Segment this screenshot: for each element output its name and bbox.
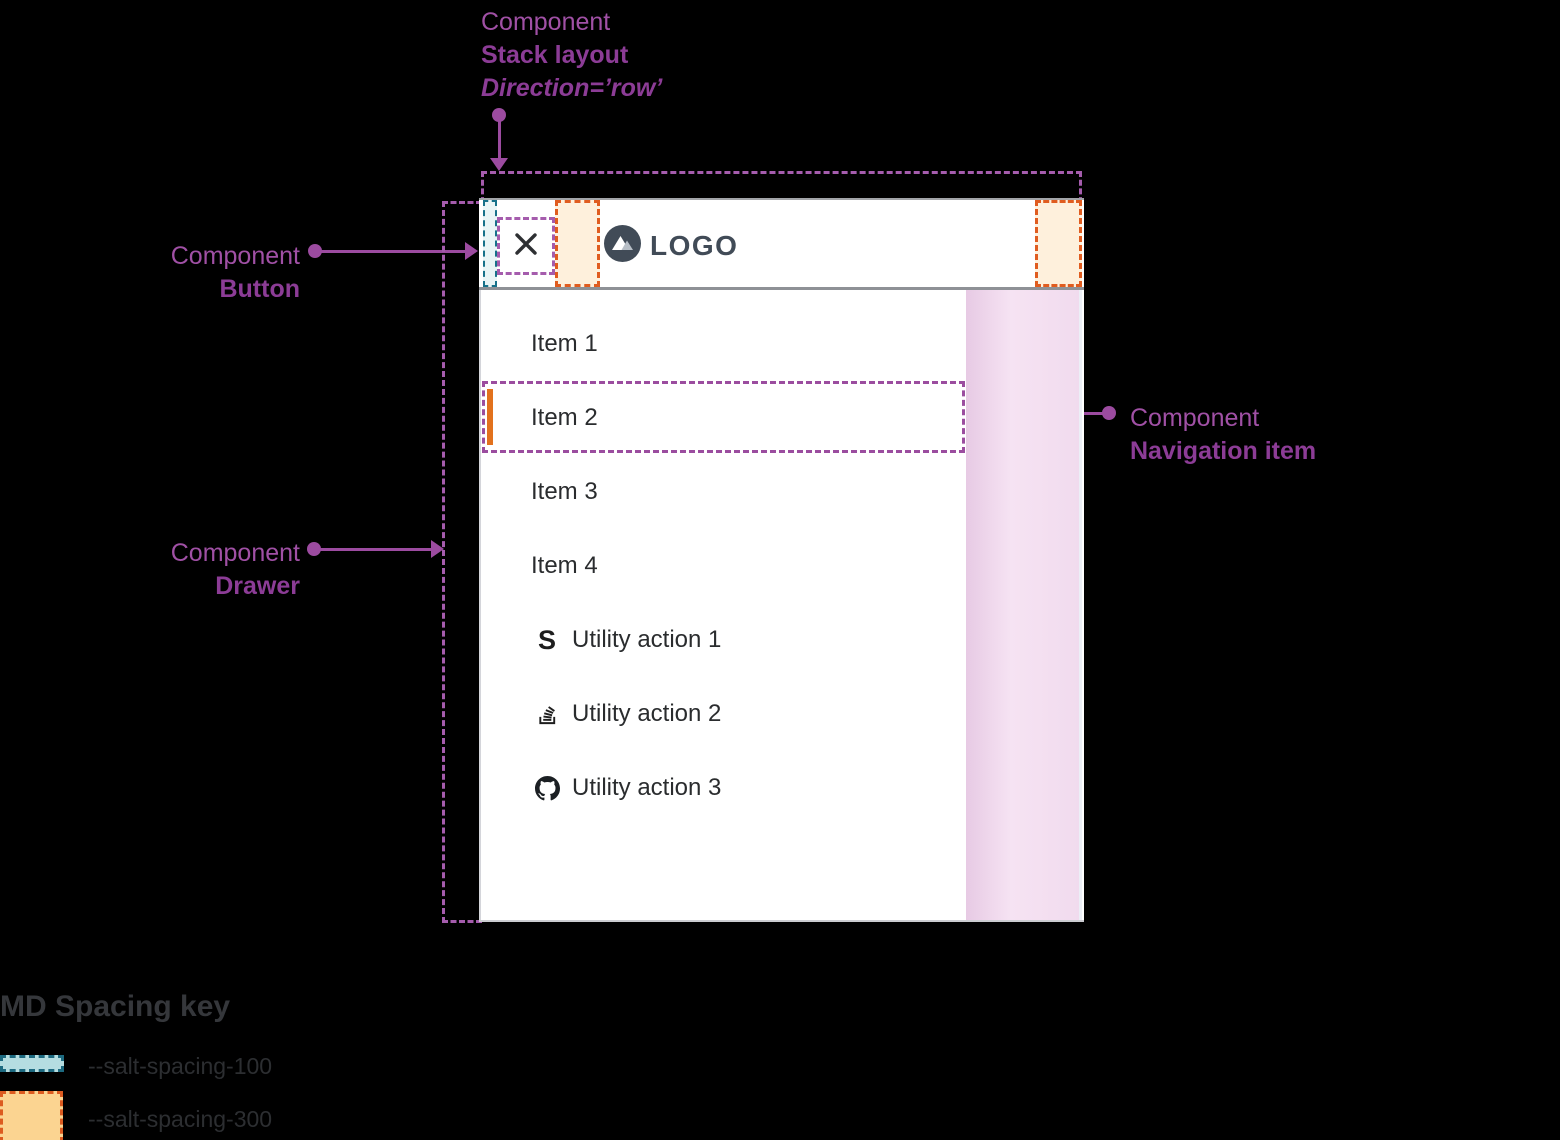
- nav-item-label: Item 2: [531, 404, 598, 431]
- annotation-navigation-item-name: Navigation item: [1130, 437, 1317, 465]
- drawer-pink-strip: [966, 290, 1082, 920]
- legend-swatch-spacing-100: [0, 1055, 64, 1072]
- connector-dot: [1102, 406, 1116, 420]
- annotation-stack-layout-kind: Component: [481, 8, 611, 36]
- annotation-drawer-name: Drawer: [215, 572, 300, 600]
- nav-item-label: Item 1: [531, 330, 598, 357]
- utility-action-1[interactable]: S Utility action 1: [479, 603, 966, 677]
- annotation-drawer-kind: Component: [170, 539, 300, 567]
- nav-item-label: Item 3: [531, 478, 598, 505]
- connector-dot: [492, 108, 506, 122]
- annotation-navigation-item-kind: Component: [1130, 404, 1260, 432]
- utility-action-label: Utility action 1: [572, 626, 722, 653]
- connector-line: [498, 118, 501, 160]
- legend-swatch-spacing-300: [0, 1091, 63, 1140]
- arrow-right-icon: [465, 242, 478, 260]
- nav-item-3[interactable]: Item 3: [479, 455, 966, 529]
- navigation-item-bounds: [482, 381, 965, 453]
- annotation-drawer: Component Drawer: [140, 537, 300, 603]
- panel-bottom-edge: [479, 920, 1084, 922]
- drawer-bounds: [442, 201, 482, 923]
- utility-action-2[interactable]: Utility action 2: [479, 677, 966, 751]
- app-header: LOGO: [479, 198, 1084, 290]
- close-button[interactable]: [497, 217, 555, 275]
- annotation-stack-layout-name: Stack layout: [481, 41, 629, 69]
- symphony-icon: S: [537, 624, 556, 655]
- connector-dot: [308, 244, 322, 258]
- arrow-right-icon: [431, 540, 444, 558]
- close-icon: [512, 230, 540, 263]
- utility-action-label: Utility action 2: [572, 700, 722, 727]
- legend-label-spacing-100: --salt-spacing-100: [88, 1053, 273, 1079]
- annotation-button: Component Button: [140, 240, 300, 306]
- panel-left-edge: [479, 198, 481, 922]
- connector-dot: [307, 542, 321, 556]
- spacing-100-overlay: [483, 200, 497, 287]
- nav-item-1[interactable]: Item 1: [479, 307, 966, 381]
- active-indicator-bar: [487, 389, 493, 445]
- annotation-navigation-item: Component Navigation item: [1130, 402, 1316, 468]
- github-icon: [534, 775, 560, 801]
- annotation-button-name: Button: [219, 275, 300, 303]
- arrow-down-icon: [490, 158, 508, 171]
- spacing-300-overlay: [555, 200, 600, 287]
- annotation-stack-layout-prop: Direction=’row’: [481, 74, 663, 102]
- annotation-button-kind: Component: [170, 242, 300, 270]
- logo-text: LOGO: [650, 230, 739, 261]
- drawer-panel: LOGO Item 1 Item 2 Item 3 Item 4 S Utili…: [479, 198, 1084, 922]
- nav-item-4[interactable]: Item 4: [479, 529, 966, 603]
- spacing-300-overlay: [1035, 200, 1082, 287]
- stackoverflow-icon: [534, 703, 560, 726]
- utility-action-label: Utility action 3: [572, 774, 722, 801]
- nav-item-2[interactable]: Item 2: [479, 381, 966, 455]
- legend-title: MD Spacing key: [0, 990, 231, 1023]
- annotation-stack-layout: Component Stack layout Direction=’row’: [481, 6, 662, 105]
- connector-line: [319, 548, 431, 551]
- mountain-logo-icon: [604, 225, 641, 267]
- legend-label-spacing-300: --salt-spacing-300: [88, 1106, 273, 1132]
- utility-action-3[interactable]: Utility action 3: [479, 751, 966, 825]
- nav-item-label: Item 4: [531, 552, 598, 579]
- logo: LOGO: [604, 225, 739, 267]
- connector-line: [320, 250, 468, 253]
